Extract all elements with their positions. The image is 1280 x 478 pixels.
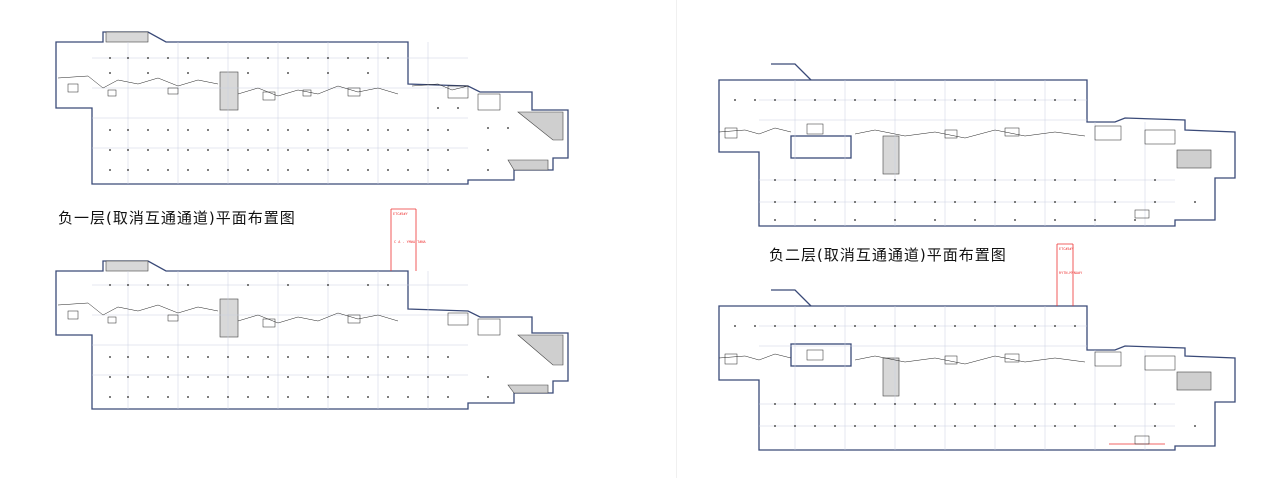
svg-text:C A - YM#A T#NA: C A - YM#A T#NA bbox=[394, 240, 427, 244]
b1-plan-drawing bbox=[55, 31, 569, 185]
b2-revised-plan-drawing: ETC#5#Y RYTN-MYNA#Y bbox=[718, 243, 1236, 451]
b1-revised-plan-drawing: ETC#5#Y C A - YM#A T#NA bbox=[55, 208, 569, 410]
b2-plan-drawing bbox=[718, 63, 1236, 227]
svg-text:RYTN-MYNA#Y: RYTN-MYNA#Y bbox=[1059, 271, 1083, 275]
b2-floor-plan-revised: ETC#5#Y RYTN-MYNA#Y bbox=[715, 240, 1237, 452]
b2-plan-caption: 负二层(取消互通通道)平面布置图 bbox=[769, 246, 1007, 264]
svg-text:ETC#5#Y: ETC#5#Y bbox=[393, 212, 409, 216]
left-panel: 负一层(取消互通通道)平面布置图 ETC#5#Y C A - YM#A T#NA bbox=[48, 28, 578, 420]
b2-floor-plan-original bbox=[715, 60, 1237, 228]
right-panel: 负二层(取消互通通道)平面布置图 ETC#5#Y RYTN-MYNA#Y bbox=[676, 0, 1280, 478]
b1-floor-plan-original bbox=[48, 28, 578, 190]
svg-text:ETC#5#Y: ETC#5#Y bbox=[1059, 247, 1075, 251]
b1-plan-caption: 负一层(取消互通通道)平面布置图 bbox=[58, 209, 296, 227]
b1-floor-plan-revised: ETC#5#Y C A - YM#A T#NA bbox=[48, 205, 578, 420]
